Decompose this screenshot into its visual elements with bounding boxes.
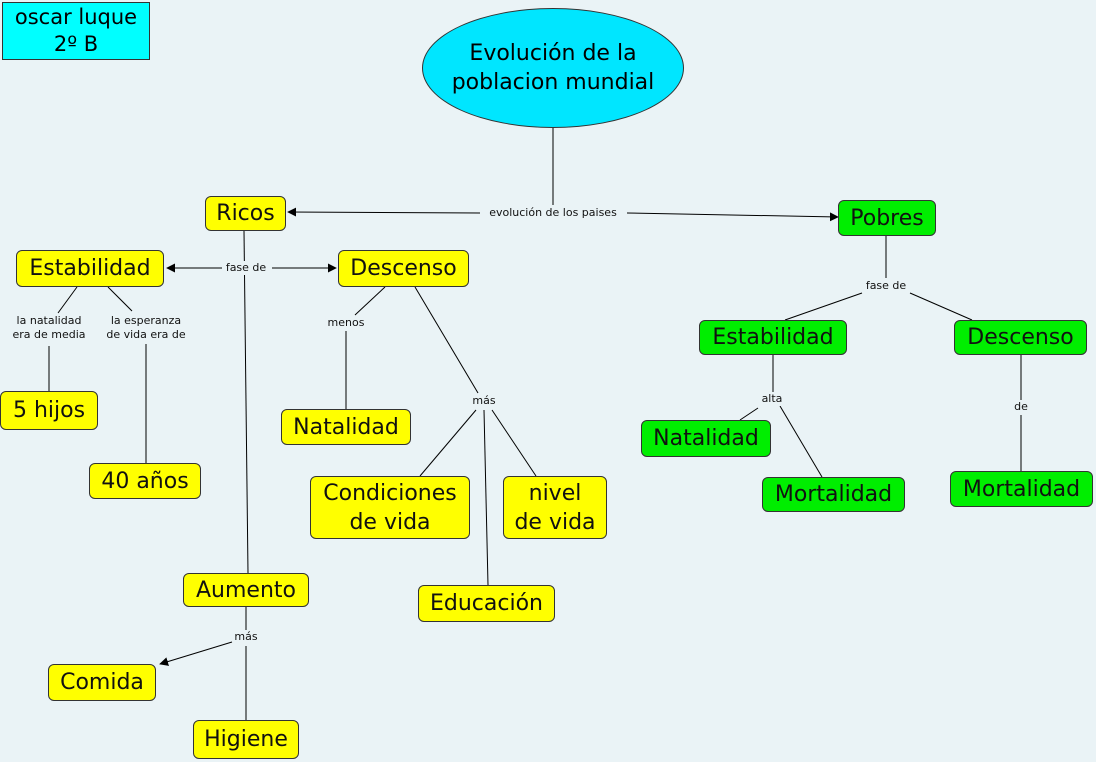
line-estab-esperanza	[107, 286, 133, 312]
node-mortalidad-pobres-alta[interactable]: Mortalidad	[762, 477, 905, 512]
line-descenso-menos	[354, 286, 386, 316]
label-esperanza-vida: la esperanza de vida era de	[104, 314, 188, 342]
label-de: de	[1012, 400, 1030, 414]
line-estab-natalidad	[57, 286, 78, 314]
node-5-hijos[interactable]: 5 hijos	[0, 391, 98, 430]
node-ricos[interactable]: Ricos	[205, 196, 286, 231]
line-descenso-mas	[414, 286, 479, 394]
node-natalidad-ricos[interactable]: Natalidad	[281, 409, 411, 445]
line-mas-educacion	[483, 409, 489, 586]
arrow-to-comida	[159, 641, 233, 666]
root-concept-node[interactable]: Evolución de la poblacion mundial	[422, 8, 684, 128]
node-pobres[interactable]: Pobres	[838, 200, 936, 236]
node-higiene[interactable]: Higiene	[193, 720, 299, 759]
arrow-to-pobres	[626, 212, 839, 222]
line-alta-natalidad	[739, 407, 759, 421]
line-mas-condiciones	[419, 409, 477, 477]
node-aumento[interactable]: Aumento	[183, 573, 309, 607]
node-descenso-ricos[interactable]: Descenso	[338, 250, 469, 287]
line-ricos-aumento	[243, 230, 249, 574]
label-menos: menos	[325, 316, 367, 330]
label-evolucion: evolución de los paises	[487, 206, 619, 220]
node-estabilidad-ricos[interactable]: Estabilidad	[16, 250, 164, 287]
node-educacion[interactable]: Educación	[418, 585, 555, 622]
node-natalidad-pobres[interactable]: Natalidad	[641, 420, 771, 457]
line-fase-estabilidad	[784, 292, 863, 321]
label-fase-de-ricos: fase de	[223, 261, 269, 275]
node-condiciones-de-vida[interactable]: Condiciones de vida	[310, 476, 470, 539]
node-descenso-pobres[interactable]: Descenso	[954, 320, 1087, 355]
node-nivel-de-vida[interactable]: nivel de vida	[503, 476, 607, 539]
node-comida[interactable]: Comida	[48, 664, 156, 701]
line-mas-nivel	[491, 409, 537, 477]
label-fase-de-pobres: fase de	[863, 279, 909, 293]
label-mas-descenso: más	[470, 394, 498, 408]
label-alta: alta	[759, 392, 785, 406]
line-alta-mortalidad	[779, 405, 823, 478]
line-fase-descenso	[909, 292, 973, 321]
arrow-to-ricos	[287, 207, 481, 217]
node-40-anos[interactable]: 40 años	[89, 463, 201, 499]
node-estabilidad-pobres[interactable]: Estabilidad	[699, 320, 847, 355]
label-mas-aumento: más	[232, 630, 260, 644]
node-mortalidad-pobres-de[interactable]: Mortalidad	[950, 471, 1093, 507]
author-box: oscar luque 2º B	[2, 2, 150, 60]
label-natalidad-media: la natalidad era de media	[10, 314, 88, 342]
